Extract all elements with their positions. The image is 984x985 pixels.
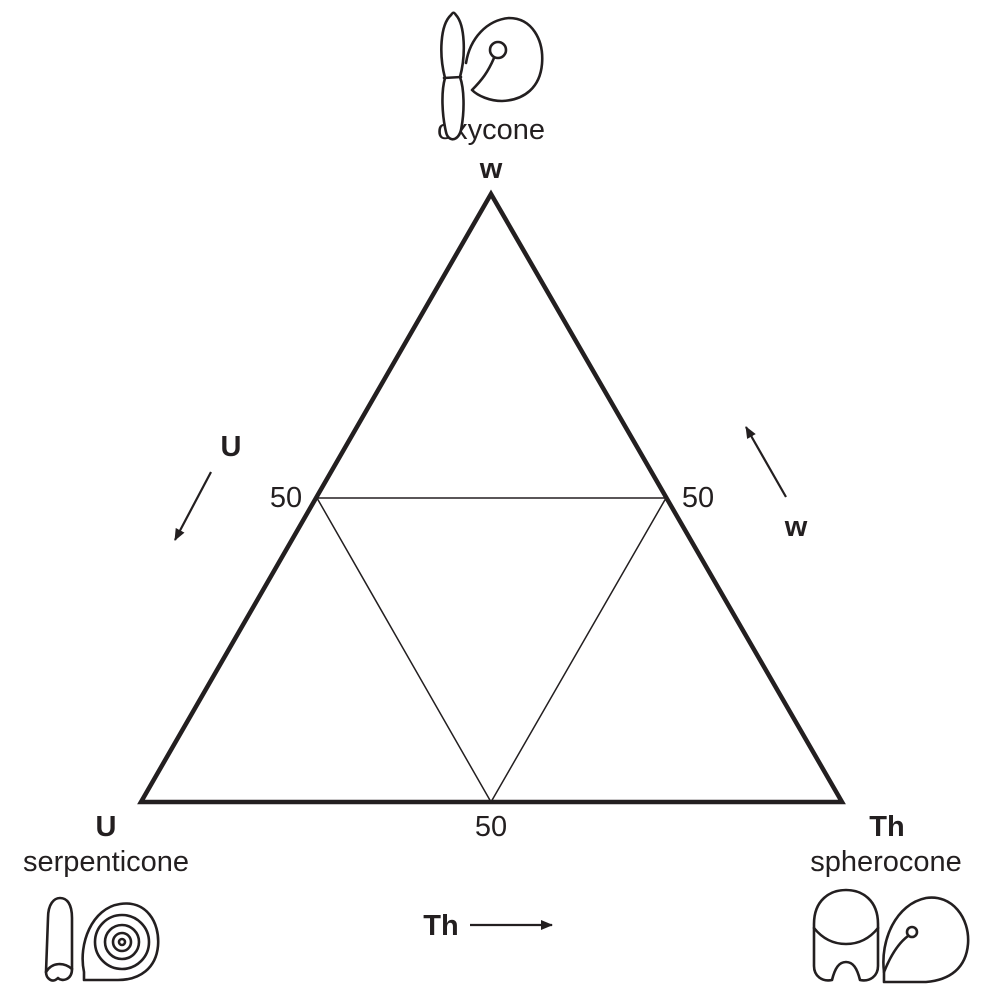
left-vertex-label: U xyxy=(96,811,117,843)
right-vertex-label: Th xyxy=(869,811,904,843)
direction-label-th: Th xyxy=(423,910,458,942)
direction-arrow-u xyxy=(174,471,212,541)
direction-arrow-w xyxy=(745,426,787,498)
direction-label-u: U xyxy=(221,431,242,463)
oxycone-shell-icon xyxy=(440,11,544,141)
spherocone-shell-icon xyxy=(812,888,970,984)
inner-midpoint-triangle xyxy=(315,497,668,804)
midpoint-label-left: 50 xyxy=(270,482,302,514)
direction-label-w: w xyxy=(784,511,808,543)
midpoint-label-bottom: 50 xyxy=(475,811,507,843)
spherocone-label: spherocone xyxy=(810,846,962,878)
serpenticone-shell-icon xyxy=(44,896,160,982)
serpenticone-label: serpenticone xyxy=(23,846,189,878)
top-vertex-label: w xyxy=(479,153,503,185)
midpoint-label-right: 50 xyxy=(682,482,714,514)
